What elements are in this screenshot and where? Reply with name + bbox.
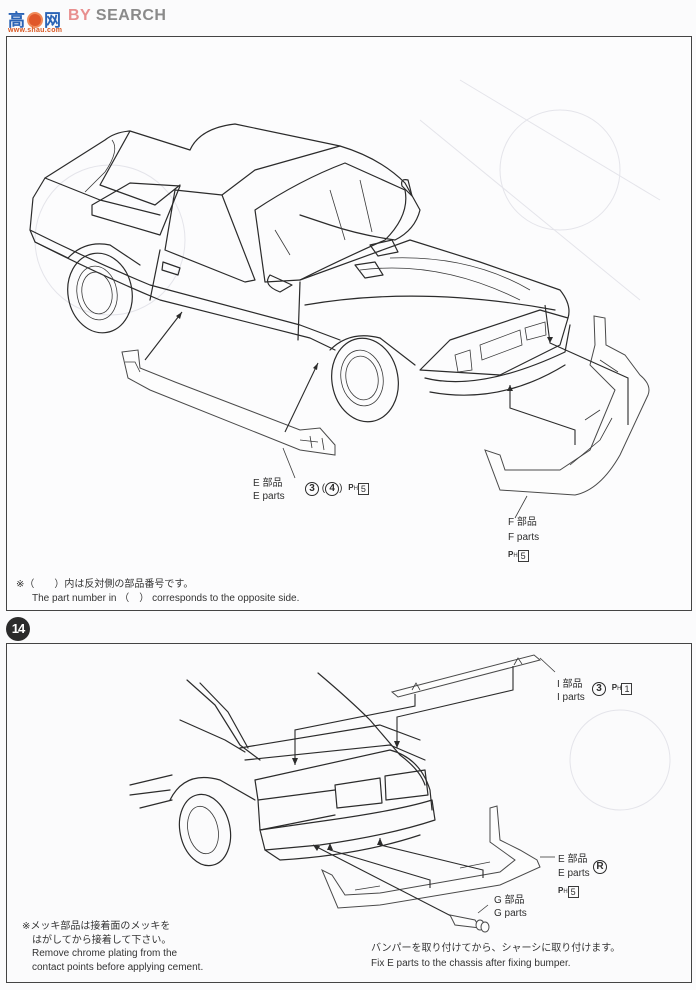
f-parts-en: F parts	[508, 532, 540, 543]
g-parts-label: G 部品 G parts	[494, 894, 527, 920]
e-parts-rear-badge: R	[593, 860, 607, 874]
e-parts-label: E 部品 E parts	[253, 477, 285, 503]
watermark-logo: 高网	[8, 11, 62, 30]
g-parts-jp: G 部品	[494, 895, 525, 906]
chrome-note-jp-1: ※メッキ部品は接着面のメッキを	[22, 921, 171, 932]
plating-icon: PH	[508, 550, 518, 559]
plating-number: 1	[621, 682, 633, 695]
plating-number: 5	[567, 885, 579, 898]
car-rear-illustration	[129, 672, 436, 867]
part-number-badge: 3	[305, 481, 319, 496]
bumper-note-en: Fix E parts to the chassis after fixing …	[371, 957, 571, 969]
f-parts-jp: F 部品	[508, 517, 537, 528]
step-number-badge: 14	[6, 617, 30, 641]
gear-icon	[27, 12, 43, 28]
e-parts-en: E parts	[253, 491, 285, 502]
plating-icon: PH	[611, 683, 622, 692]
i-parts-label: I 部品 I parts	[557, 678, 585, 704]
plating-icon: PH	[348, 483, 358, 492]
i-parts-en: I parts	[557, 692, 585, 703]
e-parts-rear-jp: E 部品	[558, 854, 588, 865]
chrome-note-en-1: Remove chrome plating from the	[32, 948, 178, 959]
opposite-side-note-jp: ※（ ）内は反対側の部品番号です。	[16, 579, 194, 590]
watermark: 高网 www.shau.com BY SEARCH	[4, 2, 204, 36]
rear-lip-part	[321, 805, 555, 909]
rear-spoiler-part	[292, 654, 556, 765]
chrome-note-jp-2: はがしてから接着して下さい。	[32, 934, 172, 946]
watermark-url: www.shau.com	[8, 27, 63, 34]
chrome-note-en-2: contact points before applying cement.	[32, 961, 204, 973]
e-parts-rear-en: E parts	[558, 868, 590, 879]
opposite-side-note-en: The part number in （ ） corresponds to th…	[32, 592, 300, 604]
front-lip-part	[484, 304, 650, 519]
exhaust-part	[312, 844, 490, 933]
right-side-badge: R	[593, 860, 607, 874]
g-parts-en: G parts	[494, 908, 527, 919]
e-parts-jp: E 部品	[253, 478, 283, 489]
step-panel-side-skirts	[6, 36, 692, 611]
opposite-side-note: ※（ ）内は反対側の部品番号です。 The part number in （ ）…	[16, 578, 299, 605]
car-front-illustration	[29, 123, 571, 423]
bumper-note-jp: バンパーを取り付けてから、シャーシに取り付けます。	[371, 943, 621, 954]
plating-number: 5	[357, 482, 369, 495]
step-panel-rear-parts	[6, 643, 692, 983]
opposite-part-number-badge: 4	[325, 481, 340, 496]
plating-icon: PH	[558, 886, 568, 895]
side-skirt-part	[121, 311, 336, 479]
i-parts-jp: I 部品	[557, 679, 583, 690]
plating-number: 5	[517, 549, 529, 562]
chrome-plating-note: ※メッキ部品は接着面のメッキを はがしてから接着して下さい。 Remove ch…	[22, 920, 203, 974]
bumper-note: バンパーを取り付けてから、シャーシに取り付けます。 Fix E parts to…	[371, 942, 620, 970]
part-number-badge: 3	[592, 681, 606, 696]
watermark-brand: BY SEARCH	[68, 7, 167, 24]
